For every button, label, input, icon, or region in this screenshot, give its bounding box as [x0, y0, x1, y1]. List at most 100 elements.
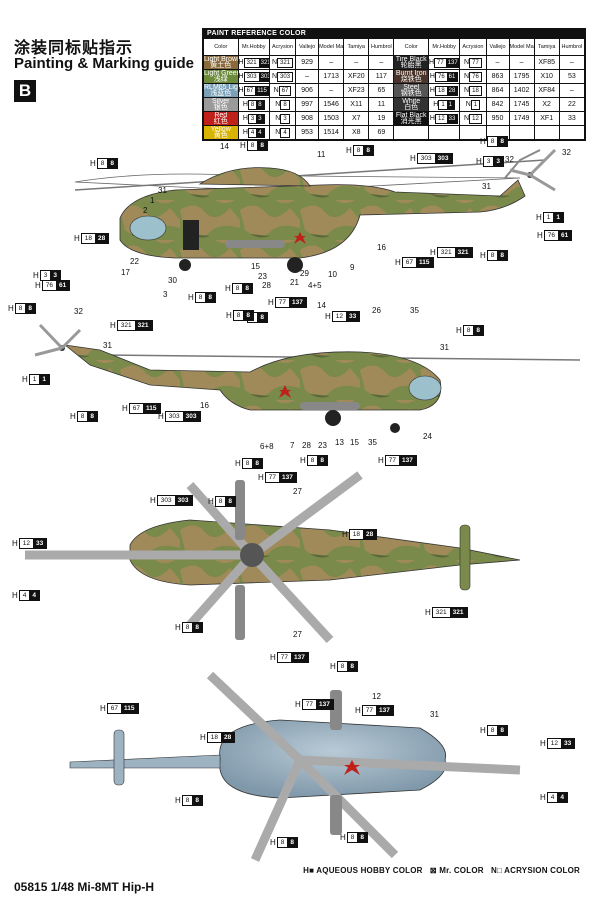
callout-prefix: H: [226, 310, 232, 320]
callout-prefix: H: [258, 472, 264, 482]
part-number: 15: [350, 438, 359, 447]
part-number: 31: [430, 710, 439, 719]
callout-prefix: H: [35, 280, 41, 290]
part-number: 1: [150, 196, 155, 205]
part-number: 2: [143, 206, 148, 215]
callout-prefix: H: [200, 732, 206, 742]
part-number: 6+8: [260, 442, 274, 451]
callout-prefix: H: [8, 303, 14, 313]
part-number: 23: [318, 441, 327, 450]
paint-row: Light Brown黄土色H321321N321929–––Tire Blac…: [203, 55, 586, 70]
callout-prefix: H: [70, 411, 76, 421]
part-number: 23: [258, 272, 267, 281]
legend-mr-color-icon: ⊠: [429, 866, 437, 875]
part-number: 31: [482, 182, 491, 191]
callout-prefix: H: [536, 212, 542, 222]
callout-prefix: H: [480, 725, 486, 735]
callout-prefix: H: [240, 140, 246, 150]
part-number: 16: [377, 243, 386, 252]
callout-prefix: H: [158, 411, 164, 421]
legend-mr-color: Mr. COLOR: [439, 866, 484, 875]
vallejo-cell: 953: [295, 125, 320, 140]
callout-prefix: H: [270, 837, 276, 847]
callout-prefix: H: [395, 257, 401, 267]
callout-prefix: H: [235, 458, 241, 468]
empty-cell: [459, 125, 487, 140]
part-number: 32: [74, 307, 83, 316]
empty-cell: [558, 125, 586, 140]
callout-prefix: H: [480, 136, 486, 146]
part-number: 14: [220, 142, 229, 151]
part-number: 32: [505, 155, 514, 164]
page-title-cn: 涂装同标贴指示: [14, 40, 134, 57]
callout-prefix: H: [270, 652, 276, 662]
part-number: 11: [317, 150, 326, 159]
callout-prefix: H: [110, 320, 116, 330]
legend-n-prefix: N: [491, 866, 497, 875]
legend-acrysion: ACRYSION COLOR: [504, 866, 580, 875]
callout-prefix: H: [410, 153, 416, 163]
callout-prefix: H: [175, 622, 181, 632]
part-number: 12: [372, 692, 381, 701]
part-number: 16: [200, 401, 209, 410]
callout-prefix: H: [456, 325, 462, 335]
callout-prefix: H: [12, 538, 18, 548]
callout-prefix: H: [12, 590, 18, 600]
